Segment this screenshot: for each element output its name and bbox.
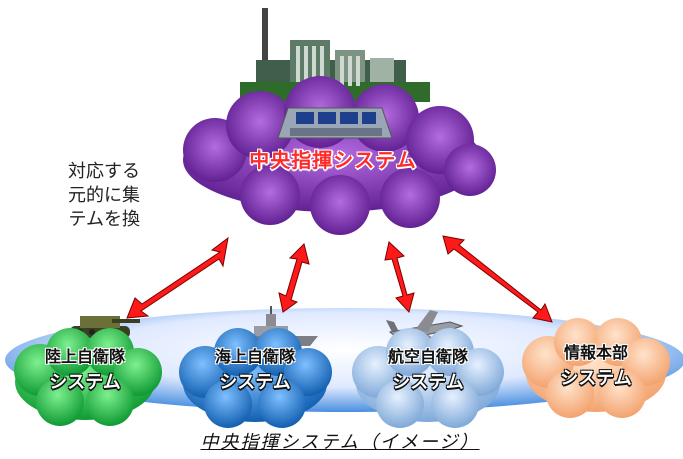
- msdf-cloud: [179, 328, 332, 428]
- dih-label-line1: 情報本部: [563, 343, 628, 362]
- diagram-caption: 中央指揮システム（イメージ）: [200, 432, 480, 453]
- ground-ellipse: [5, 308, 683, 412]
- arrow-asdf: [384, 241, 415, 314]
- gsdf-cloud: [14, 328, 162, 426]
- arrow-gsdf: [126, 236, 229, 319]
- asdf-label-line2: システム: [392, 372, 464, 393]
- arrow-dih: [442, 235, 553, 323]
- central-system-label: 中央指揮システム: [249, 148, 417, 172]
- msdf-label-line2: システム: [219, 372, 291, 393]
- msdf-label-line1: 海上自衛隊: [214, 347, 295, 366]
- gsdf-system-label: 陸上自衛隊 システム: [20, 344, 150, 396]
- gsdf-label-line1: 陸上自衛隊: [44, 347, 125, 366]
- side-text-line: 元的に集: [68, 185, 140, 206]
- dih-cloud: [522, 318, 670, 418]
- side-text-line: 対応する: [68, 161, 140, 182]
- dih-label-line2: システム: [560, 368, 632, 389]
- dih-system-label: 情報本部 システム: [531, 340, 661, 392]
- command-room-icon: [277, 107, 393, 139]
- arrow-msdf: [278, 243, 310, 313]
- msdf-system-label: 海上自衛隊 システム: [190, 344, 320, 396]
- asdf-system-label: 航空自衛隊 システム: [363, 344, 493, 396]
- gsdf-label-line2: システム: [49, 372, 121, 393]
- asdf-label-line1: 航空自衛隊: [387, 347, 468, 366]
- asdf-cloud: [352, 328, 504, 428]
- side-text-line: テムを換: [68, 209, 140, 230]
- side-text: 対応する 元的に集 テムを換: [0, 160, 140, 232]
